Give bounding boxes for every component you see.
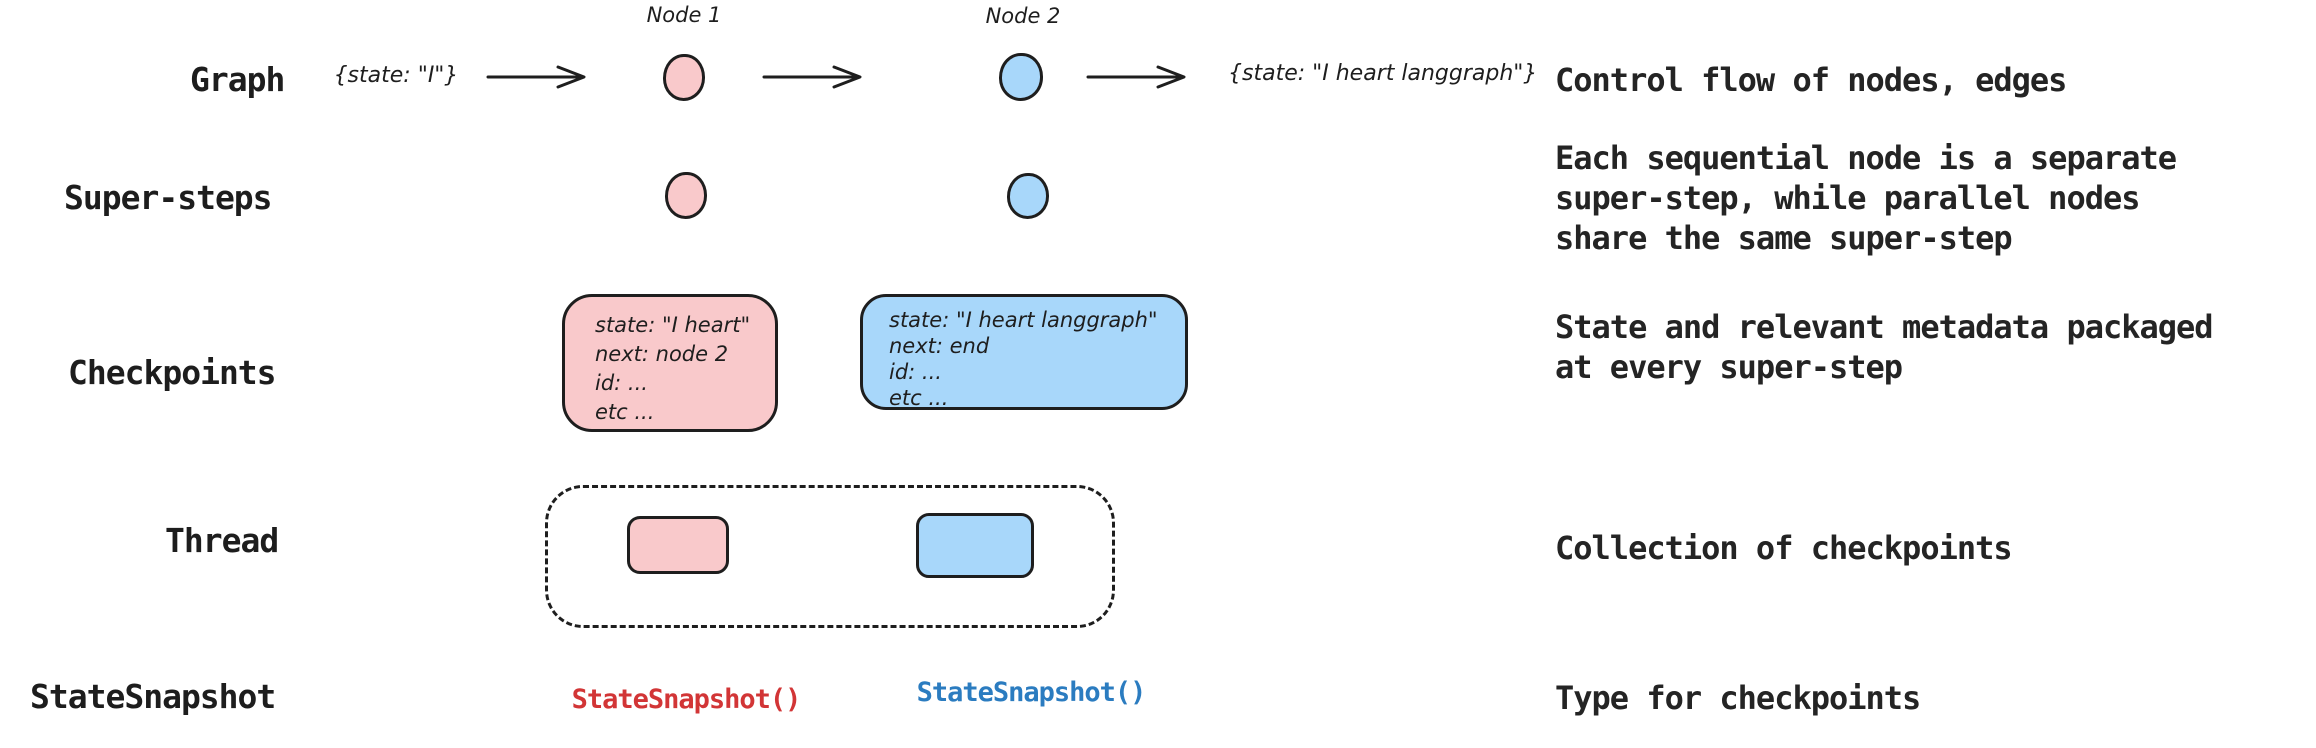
checkpoint-line: id: ... [889,360,942,384]
row-label-checkpoints: Checkpoints [68,353,277,392]
thread-blue-checkpoint [916,513,1034,578]
description-line: share the same super-step [1555,219,2013,257]
statesnapshot-code-blue: StateSnapshot() [916,677,1147,708]
row-label-statesnapshot: StateSnapshot [30,677,276,716]
description-line: Each sequential node is a separate [1555,139,2177,177]
arrow-right-icon [1086,64,1190,90]
graph-output-state-text: {state: "I heart langgraph"} [1228,61,1538,86]
checkpoint-pink-box: state: "I heart" next: node 2 id: ... et… [562,294,778,432]
arrow-right-icon [486,64,590,90]
thread-description: Collection of checkpoints [1555,529,2013,567]
arrow-right-icon [762,64,866,90]
thread-pink-checkpoint [627,516,729,574]
description-line: super-step, while parallel nodes [1555,179,2141,217]
graph-node1-circle [663,54,705,101]
checkpoint-line: state: "I heart" [595,313,751,337]
description-line: at every super-step [1555,348,1903,386]
graph-input-state-text: {state: "I"} [333,63,459,88]
checkpoint-line: id: ... [595,371,648,395]
superstep-node2-circle [1007,173,1049,219]
checkpoint-line: next: end [889,334,990,358]
row-label-graph: Graph [190,60,285,99]
row-label-supersteps: Super-steps [64,178,273,217]
checkpoints-description: State and relevant metadata packaged at … [1555,307,2214,387]
checkpoint-line: next: node 2 [595,342,729,366]
checkpoint-line: state: "I heart langgraph" [889,308,1158,332]
thread-dashed-container [545,485,1115,628]
node1-label: Node 1 [646,3,722,27]
description-line: State and relevant metadata packaged [1555,308,2214,346]
superstep-node1-circle [665,172,707,219]
row-label-thread: Thread [165,521,279,560]
graph-node2-circle [999,53,1043,101]
graph-description: Control flow of nodes, edges [1555,61,2067,99]
statesnapshot-description: Type for checkpoints [1555,679,1921,717]
checkpoint-line: etc ... [595,400,655,424]
checkpoint-blue-box: state: "I heart langgraph" next: end id:… [860,294,1188,410]
statesnapshot-code-red: StateSnapshot() [571,684,802,715]
node2-label: Node 2 [985,4,1061,28]
checkpoint-line: etc ... [889,386,949,410]
supersteps-description: Each sequential node is a separate super… [1555,138,2177,258]
